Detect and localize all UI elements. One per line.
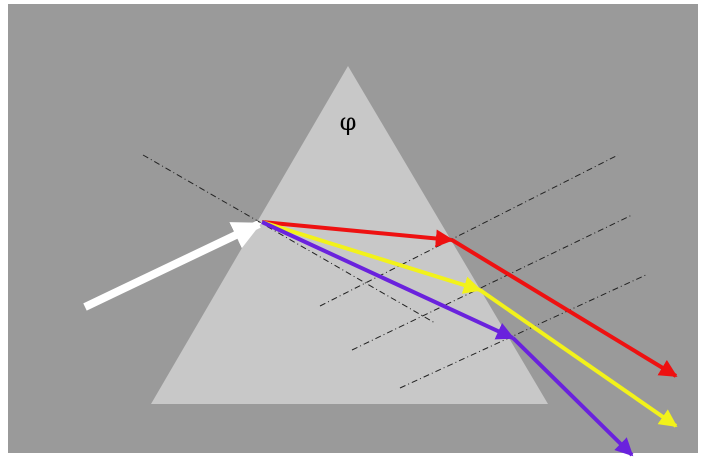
yellow-ray-internal	[261, 220, 482, 294]
normal-line-red-exit	[319, 154, 619, 307]
yellow-ray-emergent	[478, 288, 678, 428]
apex-angle-label: φ	[340, 108, 357, 136]
prism	[151, 66, 548, 404]
red-ray-internal	[261, 220, 454, 248]
red-ray-emergent	[450, 238, 678, 378]
normal-line-entry	[142, 154, 436, 324]
incident-white-ray	[83, 220, 262, 311]
normal-lines	[142, 154, 649, 389]
violet-ray-internal	[261, 220, 515, 340]
violet-ray-emergent	[511, 336, 634, 457]
